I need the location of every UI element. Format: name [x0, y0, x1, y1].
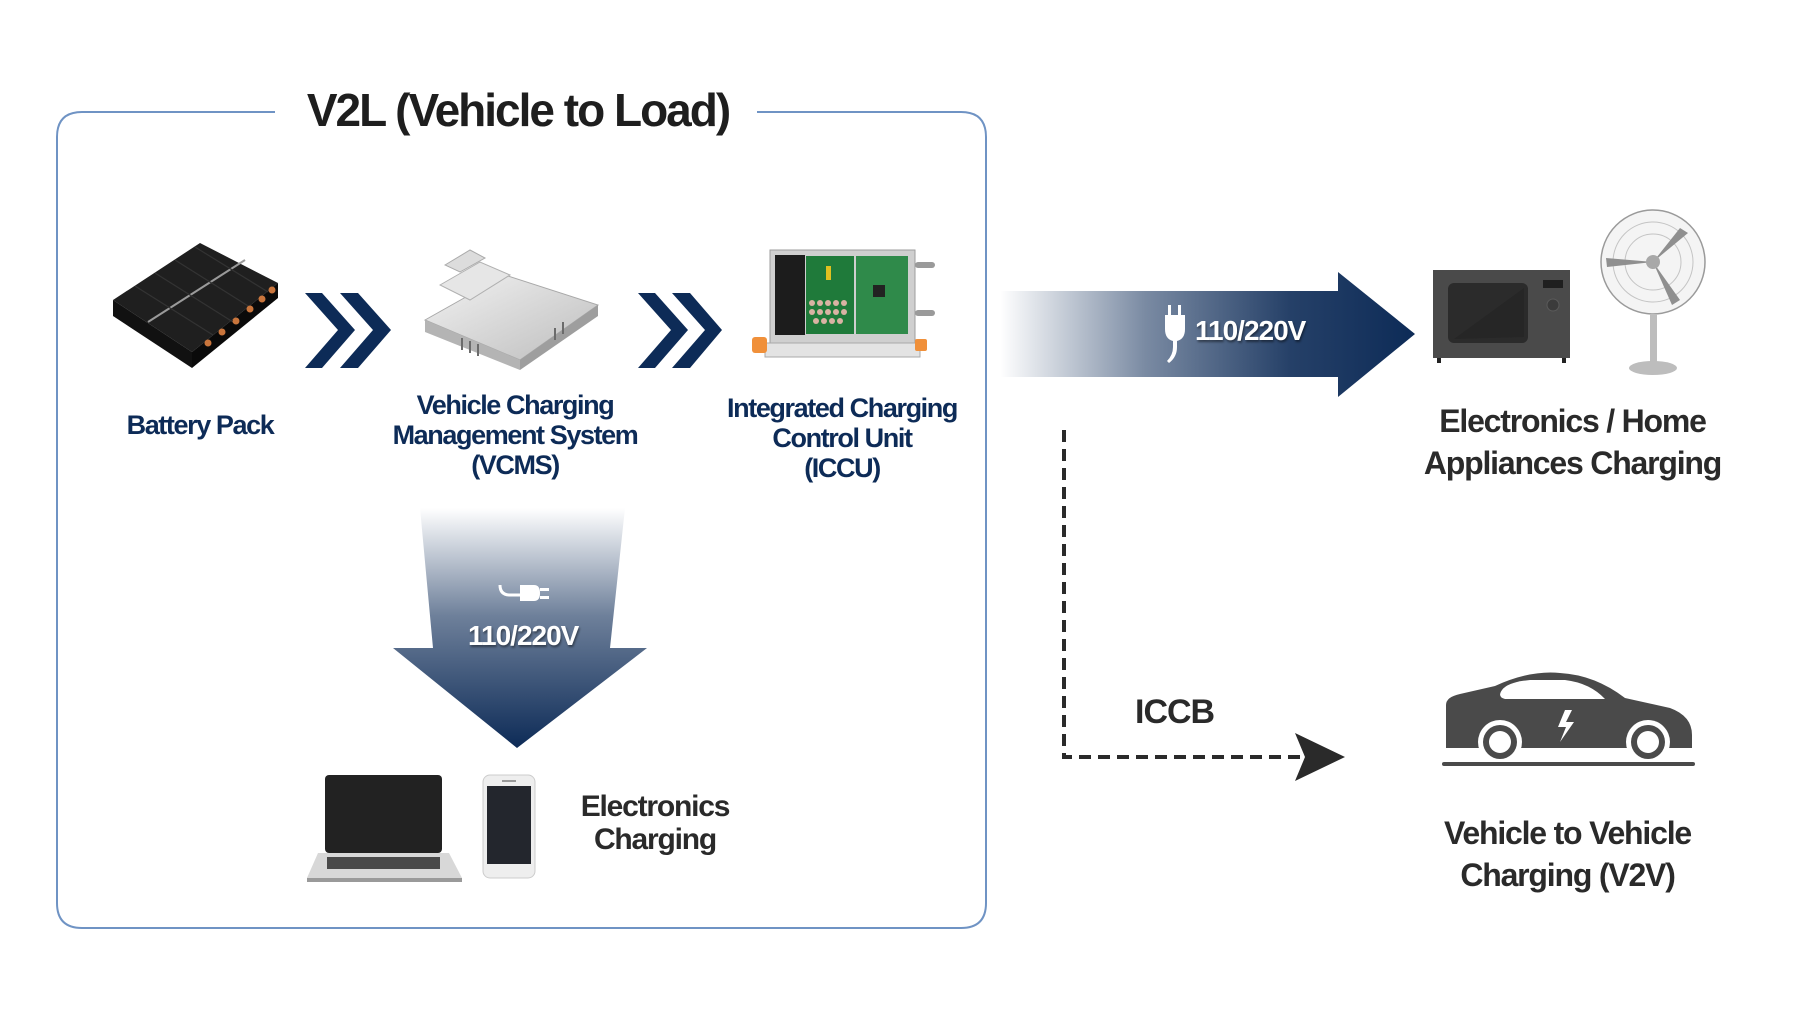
- flow-chevron-2: [638, 293, 722, 368]
- iccu-label-line-3: (ICCU): [804, 453, 881, 483]
- iccu-label: Integrated Charging Control Unit (ICCU): [707, 393, 977, 483]
- car-icon: [1442, 672, 1695, 766]
- laptop-icon: [307, 775, 462, 882]
- electronics-charging-line-2: Charging: [593, 823, 717, 856]
- electronics-charging-line-1: Electronics: [580, 790, 731, 823]
- plug-icon: [1165, 305, 1185, 363]
- smartphone-icon: [482, 774, 536, 879]
- home-appliances-line-1: Electronics / Home: [1439, 403, 1707, 439]
- right-arrow-voltage-label: 110/220V: [1195, 315, 1306, 346]
- vcms-label-line-2: Management System: [392, 420, 639, 450]
- fan-icon: [1600, 209, 1706, 375]
- v2v-label: Vehicle to Vehicle Charging (V2V): [1415, 812, 1720, 896]
- vcms-label-line-3: (VCMS): [471, 450, 560, 480]
- vcms-image: [423, 249, 600, 370]
- vcms-label: Vehicle Charging Management System (VCMS…: [375, 390, 655, 480]
- flow-chevron-1: [305, 293, 391, 368]
- home-appliances-line-2: Appliances Charging: [1423, 445, 1722, 481]
- home-appliances-label: Electronics / Home Appliances Charging: [1400, 400, 1745, 484]
- iccb-label: ICCB: [1135, 693, 1215, 731]
- down-flow-arrow: [393, 508, 647, 748]
- battery-pack-image: [113, 243, 278, 368]
- microwave-icon: [1433, 270, 1570, 363]
- iccu-label-line-1: Integrated Charging: [727, 393, 958, 423]
- plug-icon-down: [498, 584, 549, 601]
- vcms-label-line-1: Vehicle Charging: [416, 390, 615, 420]
- v2l-container-border: [56, 111, 987, 929]
- right-flow-arrow: [1000, 272, 1415, 397]
- down-arrow-voltage-label: 110/220V: [468, 620, 579, 651]
- v2v-line-2: Charging (V2V): [1460, 857, 1676, 893]
- battery-pack-label-line: Battery Pack: [126, 410, 275, 440]
- v2v-line-1: Vehicle to Vehicle: [1444, 815, 1692, 851]
- diagram-title: V2L (Vehicle to Load): [283, 80, 753, 140]
- iccb-arrowhead: [1295, 733, 1345, 781]
- iccu-image: [752, 249, 935, 358]
- electronics-charging-label: Electronics Charging: [565, 790, 745, 856]
- battery-pack-label: Battery Pack: [110, 410, 290, 440]
- iccb-dashed-connector: [1062, 430, 1300, 759]
- iccu-label-line-2: Control Unit: [772, 423, 913, 453]
